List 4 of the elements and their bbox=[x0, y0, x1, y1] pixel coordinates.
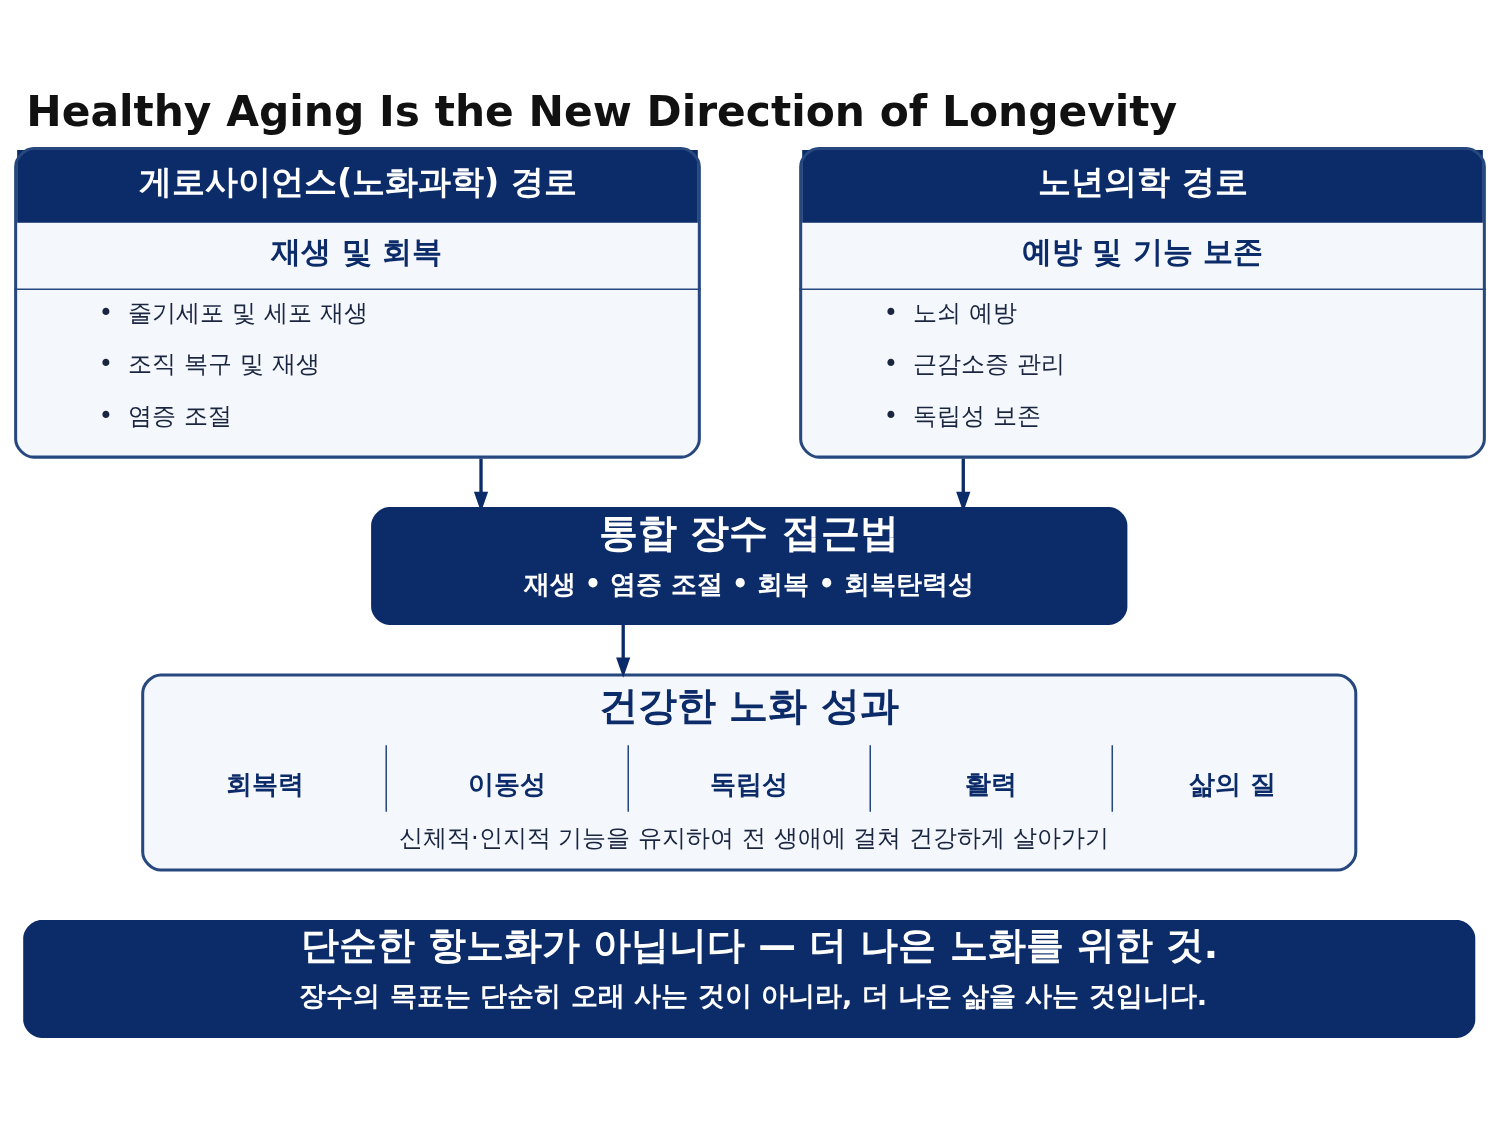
node-box: 단순한 항노화가 아닙니다 — 더 나은 노화를 위한 것. 장수의 목표는 단순히 오래 사는 것이 아니라, 더 나은 삶을 사는 것입니다. bbox=[23, 919, 1476, 1038]
diagram-title: Healthy Aging Is the New Direction of Longevity bbox=[26, 86, 1178, 136]
arrow bbox=[616, 624, 631, 678]
node-box: 통합 장수 접근법 재생 • 염증 조절 • 회복 • 회복탄력성 bbox=[371, 506, 1128, 625]
